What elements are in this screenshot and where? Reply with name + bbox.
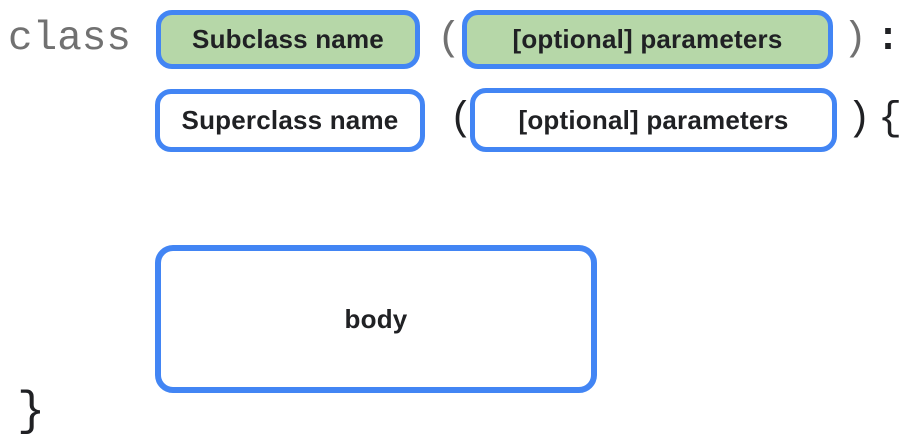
constructor-parameters-box: [optional] parameters (462, 10, 833, 69)
close-paren-constructor: ) (843, 17, 868, 62)
superclass-name-label: Superclass name (181, 105, 399, 135)
subclass-name-box: Subclass name (156, 10, 420, 69)
superclass-parameters-box: [optional] parameters (470, 88, 837, 152)
open-paren-superclass: ( (449, 97, 474, 142)
subclass-name-label: Subclass name (192, 24, 384, 54)
constructor-parameters-label: [optional] parameters (512, 24, 783, 54)
class-keyword: class (8, 16, 132, 62)
class-body-label: body (344, 303, 408, 334)
open-brace: { (878, 97, 903, 142)
close-brace: } (17, 386, 46, 439)
inheritance-colon: : (876, 17, 901, 62)
class-body-box: body (155, 245, 597, 393)
superclass-name-box: Superclass name (155, 89, 425, 152)
close-paren-superclass: ) (847, 97, 872, 142)
open-paren-constructor: ( (437, 17, 462, 62)
superclass-parameters-label: [optional] parameters (518, 104, 789, 135)
